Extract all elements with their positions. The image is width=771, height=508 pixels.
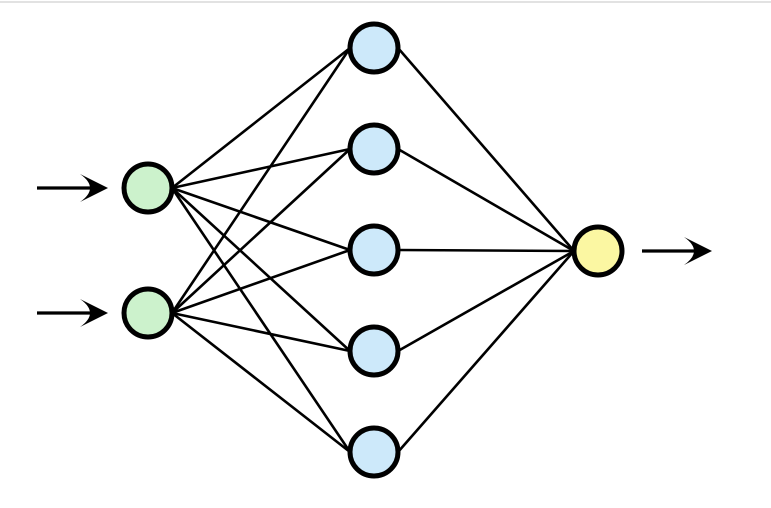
top-divider: [0, 1, 771, 3]
input-arrow-1-head: [80, 174, 108, 202]
edge-h5-o1: [397, 250, 575, 453]
output-arrow-head: [684, 237, 712, 265]
hidden-node-1: [347, 21, 401, 75]
edge-h1-o1: [397, 47, 575, 252]
edge-i1-h4: [171, 187, 351, 352]
input-node-1: [121, 161, 175, 215]
output-node-1: [571, 224, 625, 278]
edge-i1-h5: [170, 187, 352, 453]
edge-i2-h2: [171, 148, 351, 314]
edge-i1-h2: [171, 147, 351, 190]
input-node-2: [121, 286, 175, 340]
edge-h2-o1: [397, 147, 575, 253]
edge-i2-h4: [171, 311, 351, 353]
hidden-node-5: [347, 425, 401, 479]
edge-i2-h5: [171, 311, 351, 454]
edge-i2-h3: [171, 248, 351, 315]
edge-h4-o1: [397, 249, 575, 353]
hidden-node-2: [347, 122, 401, 176]
edge-i1-h1: [171, 46, 351, 190]
edge-i2-h1: [170, 47, 352, 314]
hidden-node-3: [347, 223, 401, 277]
edge-i1-h3: [171, 186, 351, 252]
hidden-node-4: [347, 324, 401, 378]
input-arrow-2-head: [80, 299, 108, 327]
edge-h3-o1: [397, 248, 575, 253]
